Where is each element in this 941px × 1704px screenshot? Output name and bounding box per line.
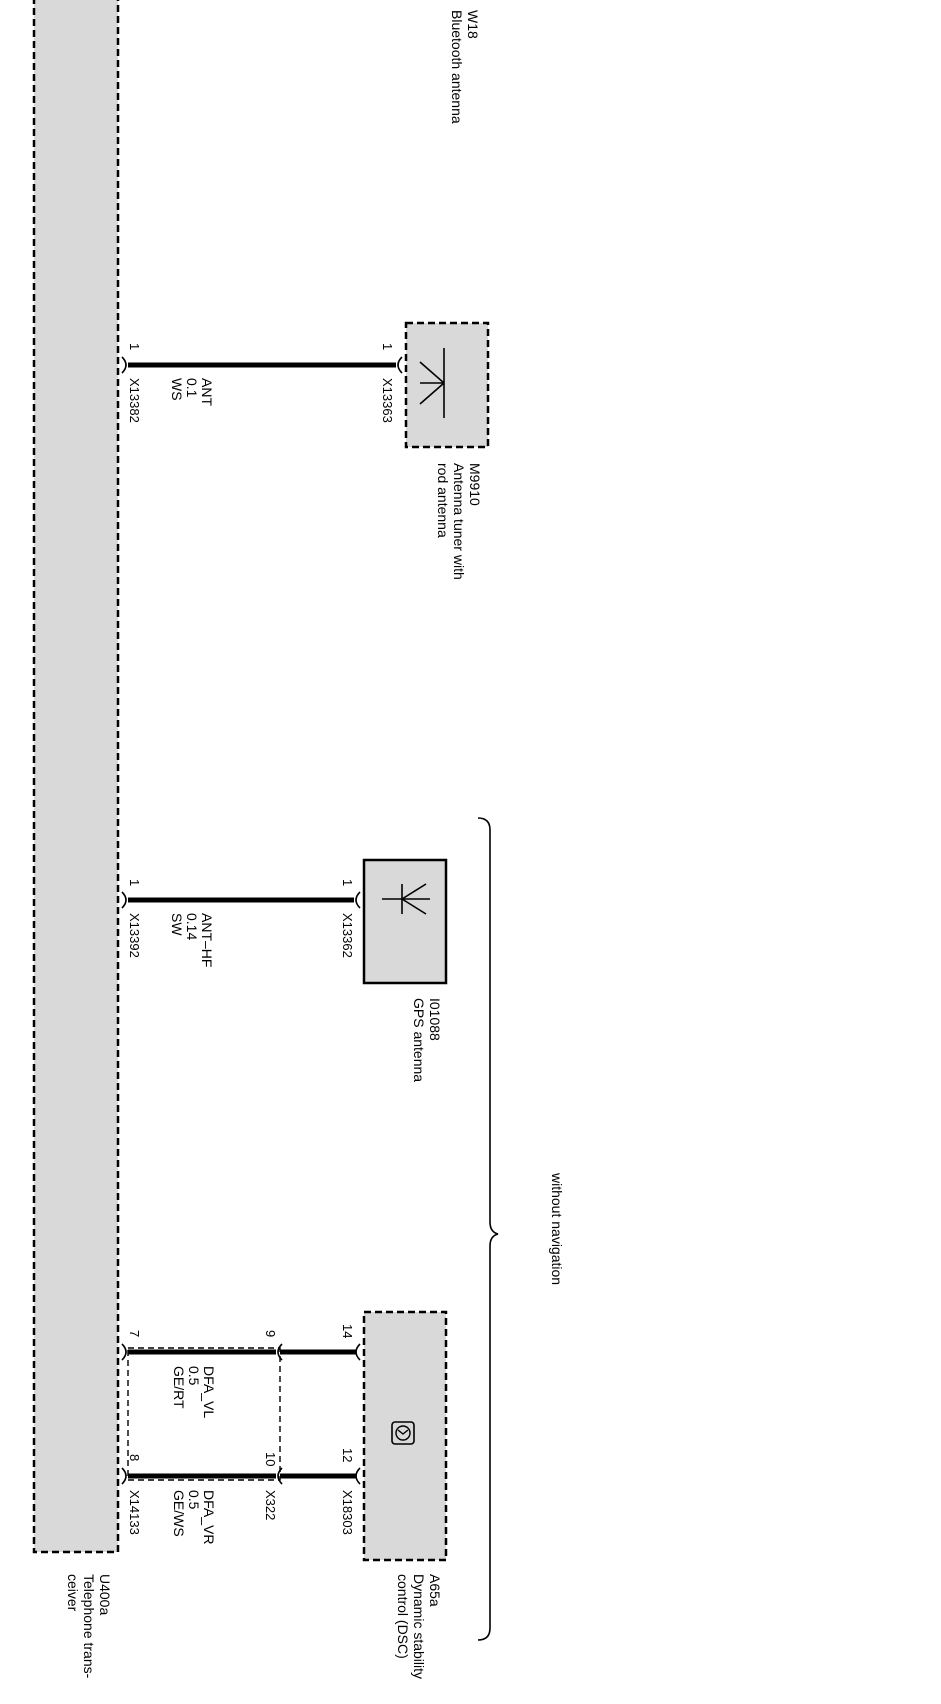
ant-wire-label: ANT 0.1 WS: [169, 378, 215, 406]
a65a-label-group: A65a Dynamic stability control (DSC): [395, 1574, 443, 1679]
ant-hf-signal: ANT–HF: [199, 913, 215, 967]
x13363-pin: 1: [380, 343, 395, 350]
ant-hf-wire-label: ANT–HF 0.14 SW: [169, 913, 215, 967]
without-navigation-brace: [477, 817, 499, 1641]
ant-size: 0.1: [184, 378, 200, 398]
m9910-label-group: M9910 Antenna tuner with rod antenna: [435, 463, 483, 580]
x18303-pin-14: 14: [340, 1324, 355, 1338]
i01088-code: I01088: [427, 998, 443, 1041]
dsc-icon: [391, 1421, 415, 1445]
i01088-label-group: I01088 GPS antenna: [411, 998, 443, 1082]
x13382-connector: X13382: [127, 378, 142, 423]
x13362-connector: X13362: [340, 913, 355, 958]
dfa-vr-signal: DFA_VR: [201, 1490, 217, 1544]
ant-color: WS: [169, 378, 185, 401]
antenna-icon: [419, 348, 445, 418]
ant-hf-size: 0.14: [184, 913, 200, 940]
dfa-vl-signal: DFA_VL: [201, 1366, 217, 1418]
x322-pin-10: 10: [263, 1452, 278, 1466]
x14133-pin-8: 8: [127, 1454, 142, 1461]
m9910-code: M9910: [467, 463, 483, 506]
dfa-vr-color: GE/WS: [171, 1490, 187, 1537]
x13362-connector-symbol: [355, 891, 361, 909]
x18303-pin-12: 12: [340, 1448, 355, 1462]
dfa-vl-color: GE/RT: [171, 1366, 187, 1409]
x13363-connector: X13363: [380, 378, 395, 423]
x322-connector-housing: [127, 1347, 281, 1481]
u400a-code: U400a: [97, 1574, 113, 1615]
m9910-antenna-tuner-box: [404, 321, 490, 449]
x14133-pin7-symbol: [121, 1343, 127, 1361]
dfa-vr-wire-label: DFA_VR 0.5 GE/WS: [171, 1490, 217, 1544]
x322-pin9-symbol: [277, 1343, 283, 1361]
x18303-connector: X18303: [340, 1490, 355, 1535]
u400a-name-line1: Telephone trans-: [81, 1574, 97, 1679]
w18-name: Bluetooth antenna: [449, 10, 465, 124]
without-navigation-label: without navigation: [549, 1172, 565, 1285]
x322-pin10-symbol: [277, 1467, 283, 1485]
w18-code: W18: [465, 10, 481, 39]
dfa-vl-wire-label: DFA_VL 0.5 GE/RT: [171, 1366, 217, 1418]
gps-antenna-box: [362, 858, 448, 985]
u400a-name-line2: ceiver: [65, 1574, 81, 1612]
a65a-code: A65a: [427, 1574, 443, 1607]
ant-signal: ANT: [199, 378, 215, 406]
x18303-pin12-symbol: [355, 1467, 361, 1485]
x13392-pin: 1: [127, 879, 142, 886]
x322-connector: X322: [263, 1490, 278, 1520]
gps-antenna-icon: [382, 883, 430, 915]
x13392-connector: X13392: [127, 913, 142, 958]
x14133-pin8-symbol: [121, 1467, 127, 1485]
dfa-vl-size: 0.5: [186, 1366, 202, 1386]
dfa-vr-size: 0.5: [186, 1490, 202, 1510]
a65a-name-line1: Dynamic stability: [411, 1574, 427, 1679]
x13363-connector-symbol: [397, 356, 403, 374]
x14133-pin-7: 7: [127, 1330, 142, 1337]
x13382-pin: 1: [127, 343, 142, 350]
x13362-pin: 1: [340, 879, 355, 886]
dsc-module-box: [362, 1310, 448, 1562]
a65a-name-line2: control (DSC): [395, 1574, 411, 1659]
x13392-connector-symbol: [121, 891, 127, 909]
ant-hf-color: SW: [169, 913, 185, 936]
x13382-connector-symbol: [121, 356, 127, 374]
telephone-transceiver-block: [32, 0, 120, 1554]
w18-label-group: W18 Bluetooth antenna: [449, 10, 481, 124]
u400a-label-group: U400a Telephone trans- ceiver: [65, 1574, 113, 1679]
m9910-name-line1: Antenna tuner with: [451, 463, 467, 580]
x322-pin-9: 9: [263, 1330, 278, 1337]
m9910-name-line2: rod antenna: [435, 463, 451, 538]
x18303-pin14-symbol: [355, 1343, 361, 1361]
x14133-connector: X14133: [127, 1490, 142, 1535]
i01088-name: GPS antenna: [411, 998, 427, 1082]
